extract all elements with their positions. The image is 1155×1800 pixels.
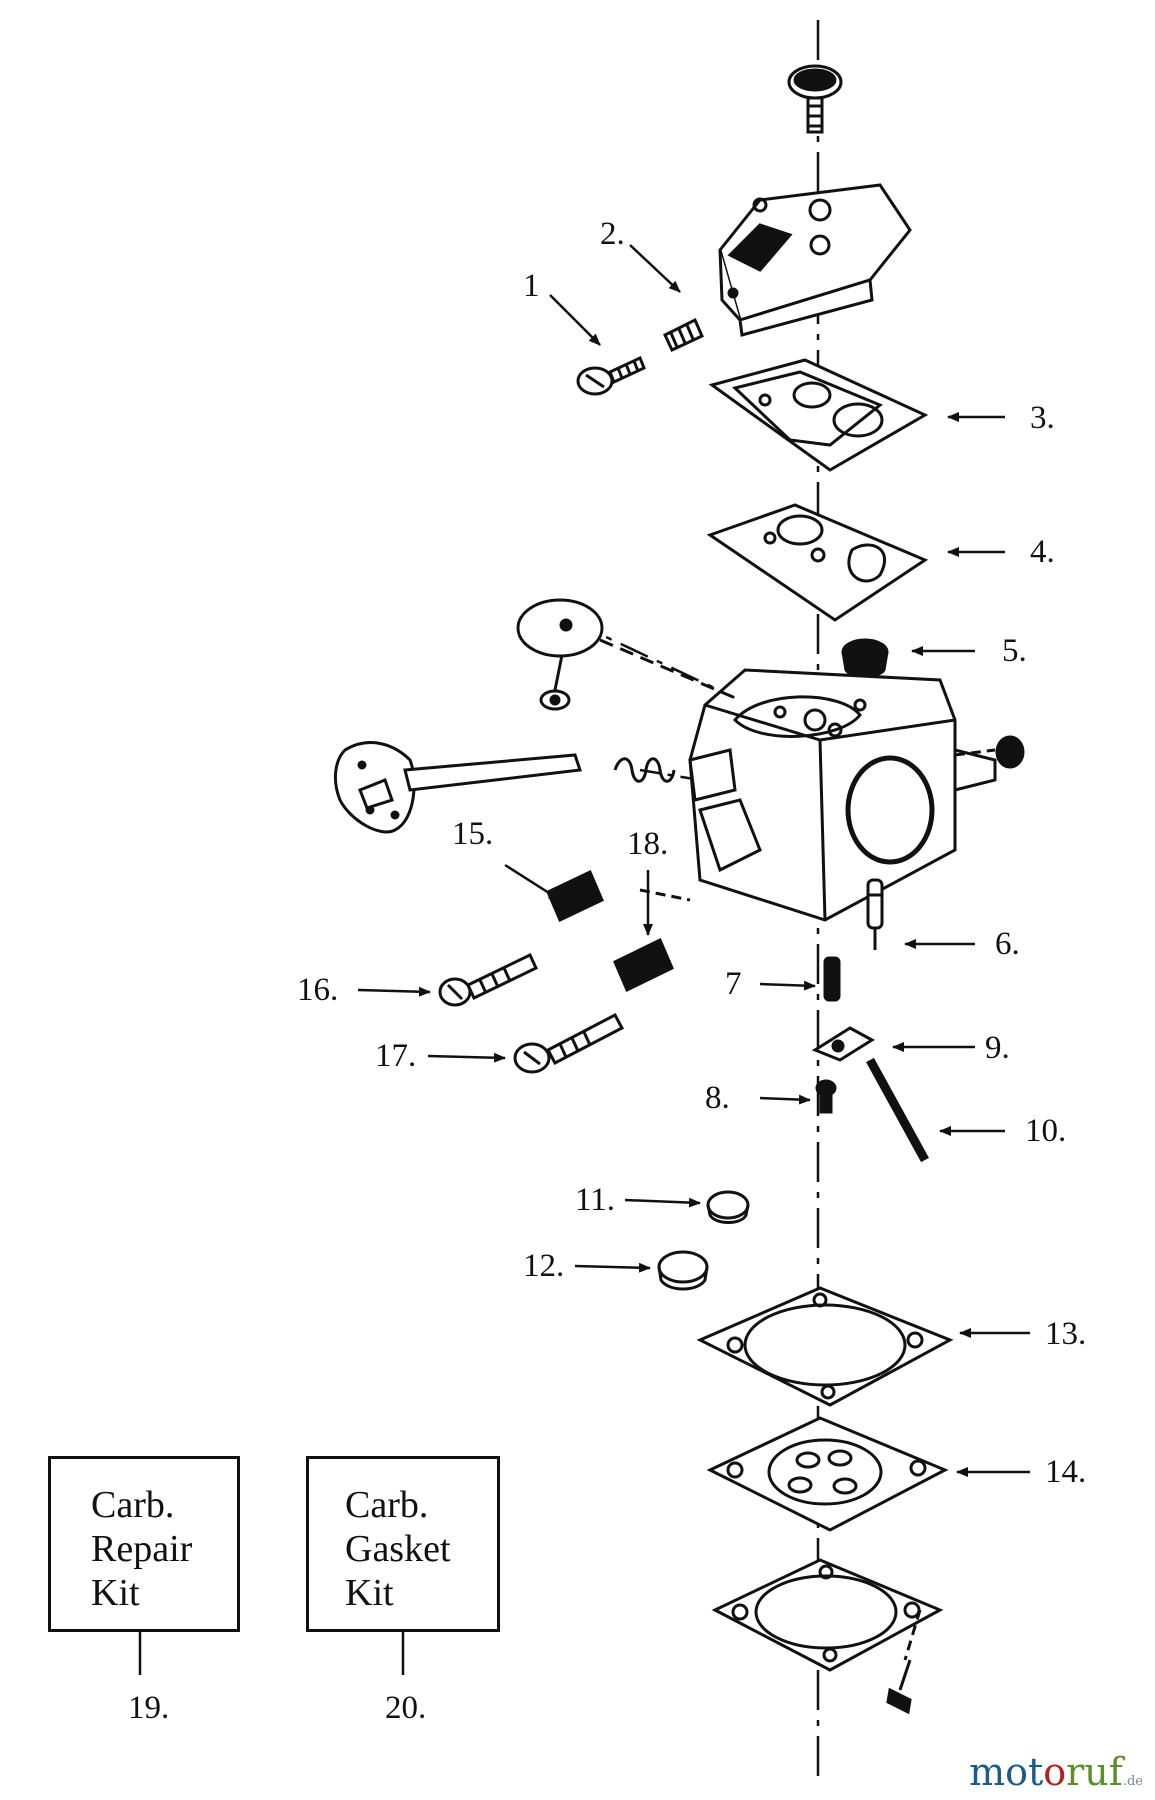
callout-4: 4. [1030,534,1055,570]
callout-13: 13. [1045,1316,1087,1352]
part-9-lever [811,1026,875,1062]
bottom-cover [711,1558,944,1672]
gasket-kit-line-1: Carb. [345,1484,429,1526]
repair-kit-line-2: Repair [91,1528,193,1570]
callout-3: 3. [1030,400,1055,436]
part-10-pin [866,1057,929,1163]
watermark-part-2: o [1043,1750,1067,1794]
callout-7: 7 [725,966,742,1002]
bottom-screw [886,1609,922,1715]
part-5-plug [841,638,889,678]
callout-8: 8. [705,1080,730,1116]
callout-14: 14. [1045,1454,1087,1490]
callout-19: 19. [128,1690,170,1726]
part-13-gasket [696,1286,954,1407]
part-18-spring [613,937,674,993]
carb-repair-kit-box: Carb. Repair Kit [48,1456,240,1632]
callout-17: 17. [375,1038,417,1074]
part-11-cap [706,1190,750,1224]
part-15-spring [546,869,604,923]
part-12-cap [657,1250,709,1291]
part-17-needle-screw [513,1012,625,1074]
shaft-spring [613,757,676,783]
watermark-part-1: mot [969,1750,1044,1794]
part-14-diaphragm [706,1416,949,1532]
part-3-gasket [708,358,929,472]
part-1-screw [576,355,646,396]
throttle-disc [516,598,604,711]
watermark-suffix: .de [1122,1774,1143,1789]
callout-16: 16. [297,972,339,1008]
leader-arrows [138,244,1030,1675]
part-16-needle-screw [438,952,538,1007]
callout-2: 2. [600,216,625,252]
throttle-lever-shaft [333,741,583,834]
shaft-axis [639,768,701,782]
motoruf-watermark: motoruf.de [969,1750,1143,1794]
top-screw-part [787,64,843,134]
gasket-kit-line-2: Gasket [345,1528,451,1570]
callout-6: 6. [995,926,1020,962]
callout-5: 5. [1002,633,1027,669]
part-2-spring [663,317,704,352]
part-8-screw [815,1079,837,1114]
part-7-spring [823,956,841,1002]
repair-kit-line-1: Carb. [91,1484,175,1526]
carb-gasket-kit-box: Carb. Gasket Kit [306,1456,500,1632]
callout-11: 11. [575,1182,616,1218]
side-knob [954,735,1025,769]
watermark-part-3: ruf [1066,1750,1123,1794]
callout-10: 10. [1025,1113,1067,1149]
top-cover-part [718,183,912,337]
part-4-diaphragm [706,503,929,622]
part-6-needle [866,878,884,950]
callout-12: 12. [523,1248,565,1284]
callout-9: 9. [985,1030,1010,1066]
repair-kit-line-3: Kit [91,1572,140,1614]
callout-18: 18. [627,826,669,862]
callout-15: 15. [452,816,494,852]
gasket-kit-line-3: Kit [345,1572,394,1614]
callout-20: 20. [385,1690,427,1726]
carburetor-body [688,668,997,922]
callout-1: 1 [523,268,540,304]
